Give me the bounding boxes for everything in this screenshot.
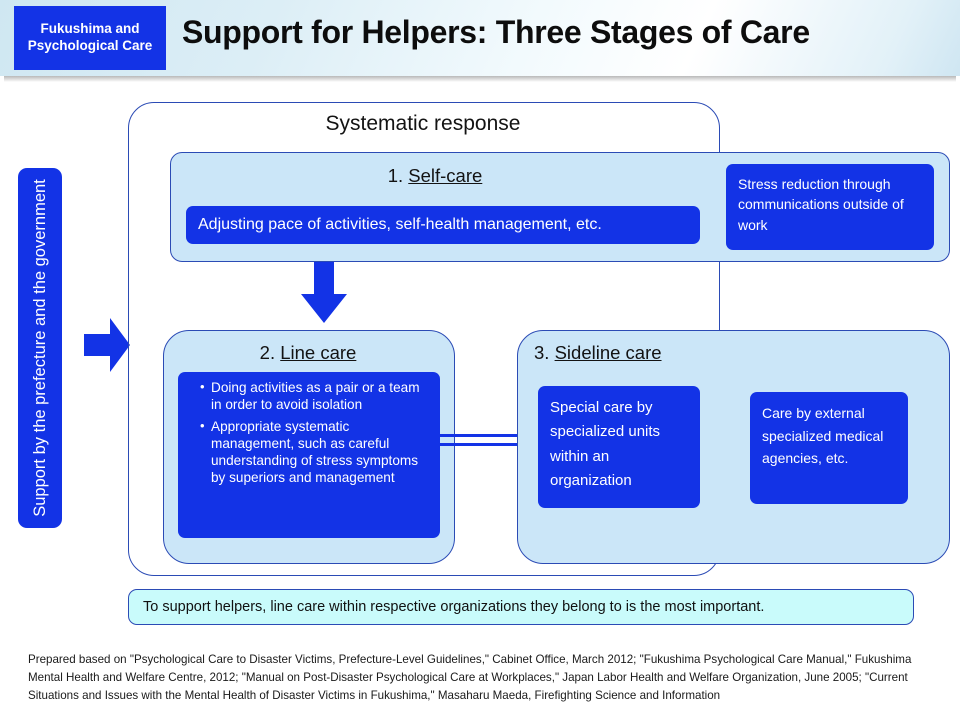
stage-title-self-care: 1. Self-care	[170, 165, 700, 187]
line-care-detail-box: Doing activities as a pair or a team in …	[178, 372, 440, 538]
systematic-response-title: Systematic response	[325, 112, 521, 135]
arrow-down-icon	[301, 262, 347, 323]
footnote-source: Prepared based on "Psychological Care to…	[28, 653, 912, 702]
connector-line-bottom	[440, 443, 540, 446]
stage-number-2: 2.	[259, 342, 276, 363]
header-badge: Fukushima and Psychological Care	[14, 6, 166, 70]
header-shadow-divider	[4, 76, 956, 82]
stress-reduction-box: Stress reduction through communications …	[726, 164, 934, 250]
double-line-connector-icon	[440, 432, 540, 450]
external-care-box: Care by external specialized medical age…	[750, 392, 908, 504]
stage-title-line-care: 2. Line care	[163, 342, 453, 364]
arrow-right-icon	[84, 318, 130, 372]
stage-number-3: 3.	[534, 342, 550, 363]
stage-name-sideline-care: Sideline care	[554, 342, 662, 363]
government-support-label-text: Support by the prefecture and the govern…	[30, 179, 49, 517]
government-support-label: Support by the prefecture and the govern…	[18, 168, 62, 528]
line-care-bullet: Doing activities as a pair or a team in …	[200, 379, 430, 414]
stage-number-1: 1.	[387, 165, 404, 186]
stage-title-sideline-care: 3. Sideline care	[534, 342, 662, 364]
connector-line-top	[440, 434, 540, 437]
stage-name-self-care: Self-care	[408, 165, 483, 186]
special-care-box: Special care by specialized units within…	[538, 386, 700, 508]
summary-bar: To support helpers, line care within res…	[128, 589, 914, 625]
stage-name-line-care: Line care	[280, 342, 357, 363]
page-title: Support for Helpers: Three Stages of Car…	[182, 14, 810, 50]
self-care-detail-box: Adjusting pace of activities, self-healt…	[186, 206, 700, 244]
line-care-bullet: Appropriate systematic management, such …	[200, 418, 430, 487]
